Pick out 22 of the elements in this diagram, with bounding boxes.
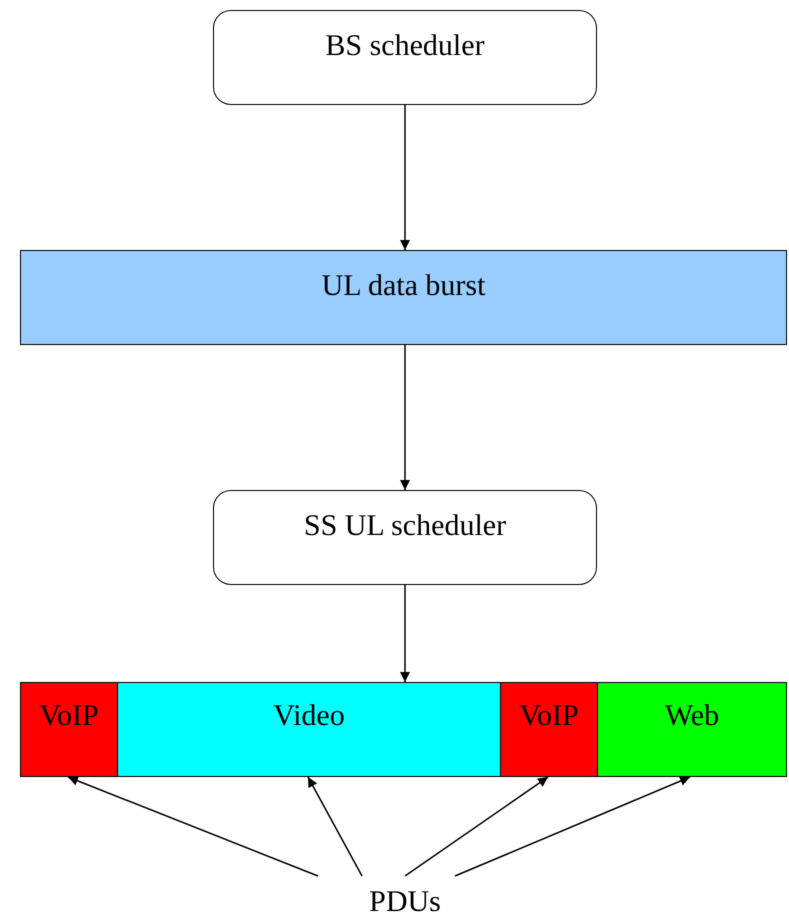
data-burst-bar: [20, 250, 787, 345]
arrow: [400, 585, 410, 682]
scheduler-box: [213, 490, 597, 585]
arrow: [454, 776, 690, 877]
box-label: Video: [272, 699, 346, 733]
box-label: BS scheduler: [324, 29, 486, 63]
box-label: VoIP: [518, 699, 580, 733]
box-label: SS UL scheduler: [302, 509, 508, 543]
box-label: UL data burst: [320, 269, 486, 303]
arrow: [400, 105, 410, 250]
arrow: [68, 776, 318, 877]
scheduler-box: [213, 10, 597, 105]
arrow: [404, 776, 548, 877]
pdu-segment: [20, 682, 118, 777]
pdu-label: PDUs: [340, 884, 470, 920]
arrow: [400, 345, 410, 490]
box-label: VoIP: [38, 699, 100, 733]
pdu-segment: [500, 682, 598, 777]
pdu-segment: [597, 682, 787, 777]
arrow: [307, 776, 363, 876]
box-label: Web: [664, 699, 720, 733]
pdu-segment: [117, 682, 501, 777]
